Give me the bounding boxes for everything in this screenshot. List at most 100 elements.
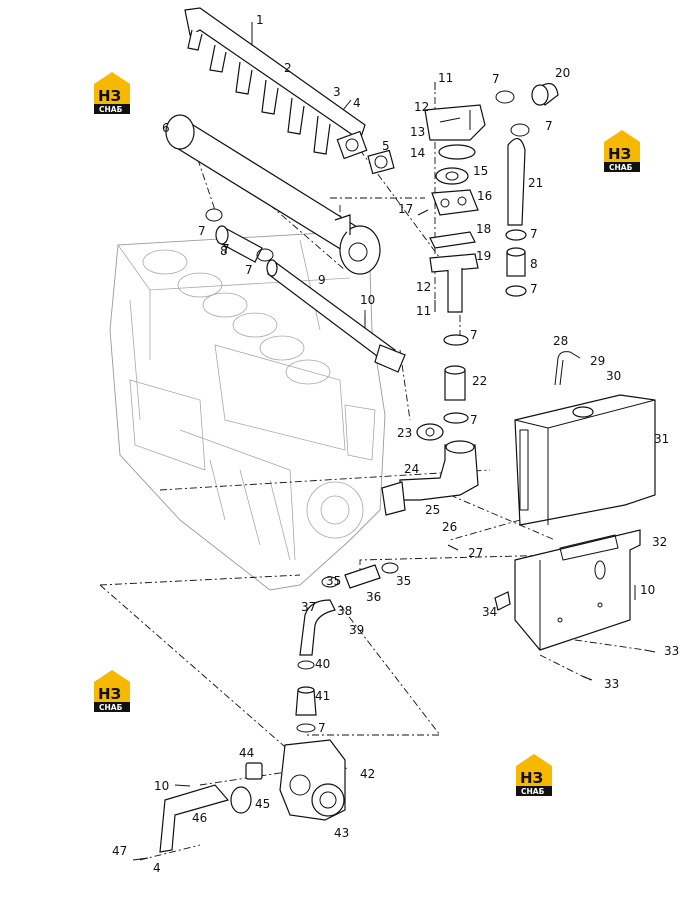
gaskets-14-15 [435,144,476,185]
fitting-34 [494,591,511,611]
brand-logo: HЗ СНАБ [94,72,130,114]
svg-text:HЗ: HЗ [520,769,543,787]
hose-8-right [506,247,526,277]
block-16 [431,189,479,216]
callout-label: 23 [397,426,412,440]
gasket-44 [245,762,263,780]
callout-label: 28 [553,334,568,348]
clamp-7 [510,123,530,137]
callout-label: 7 [245,263,253,277]
callout-labels: 1 2 3 4 5 6 7 7 7 8 9 10 11 12 13 14 15 … [112,13,679,875]
pipe-37 [299,599,336,656]
clamp-7 [505,285,527,297]
cross-pipe [266,259,406,373]
callout-label: 5 [382,139,390,153]
gasket-45 [230,786,252,814]
clamp-7 [256,248,274,262]
exhaust-manifold [184,7,368,160]
callout-label: 10 [640,583,655,597]
callout-label: 15 [473,164,488,178]
brand-logo: HЗ СНАБ [516,754,552,796]
svg-text:HЗ: HЗ [98,87,121,105]
engine-block [109,231,386,591]
callout-label: 7 [545,119,553,133]
callout-label: 42 [360,767,375,781]
callout-label: 9 [318,273,326,287]
callout-label: 43 [334,826,349,840]
clamp-40 [297,660,315,670]
svg-text:СНАБ: СНАБ [521,787,545,796]
svg-text:СНАБ: СНАБ [99,105,123,114]
callout-label: 40 [315,657,330,671]
clamp-7 [443,412,469,424]
callout-label: 21 [528,176,543,190]
pump-43 [279,739,346,821]
callout-label: 35 [396,574,411,588]
callout-label: 4 [353,96,361,110]
brand-logo: HЗ СНАБ [94,670,130,712]
callout-label: 41 [315,689,330,703]
gasket-23 [416,423,444,441]
callout-label: 39 [349,623,364,637]
callout-label: 11 [438,71,453,85]
callout-label: 25 [425,503,440,517]
callout-label: 37 [301,600,316,614]
callout-label: 32 [652,535,667,549]
callout-label: 2 [284,61,292,75]
callout-label: 3 [333,85,341,99]
clamp-7 [296,723,316,733]
brand-logo: HЗ СНАБ [604,130,640,172]
callout-label: 7 [318,721,326,735]
hose-41 [295,686,317,716]
flange-pipe-19 [429,253,479,313]
svg-text:HЗ: HЗ [608,145,631,163]
pipe-46 [159,784,230,853]
callout-label: 7 [470,328,478,342]
callout-label: 10 [360,293,375,307]
callout-label: 8 [220,244,228,258]
callout-label: 22 [472,374,487,388]
clamp-7 [495,90,515,104]
callout-label: 17 [398,202,413,216]
elbow-24 [381,440,479,516]
svg-text:СНАБ: СНАБ [99,703,123,712]
callout-label: 14 [410,146,425,160]
callout-label: 7 [530,282,538,296]
callout-label: 46 [192,811,207,825]
callout-label: 1 [256,13,264,27]
clamp-7 [505,229,527,241]
callout-label: 30 [606,369,621,383]
tank-31 [514,394,656,526]
pipe-21 [507,138,526,226]
callout-label: 18 [476,222,491,236]
callout-label: 12 [414,100,429,114]
gasket-18 [429,231,476,249]
elbow-13 [424,104,486,141]
callout-label: 20 [555,66,570,80]
clamp-7 [205,208,223,222]
callout-label: 12 [416,280,431,294]
callout-label: 38 [337,604,352,618]
clamp-35 [381,562,399,574]
callout-label: 33 [604,677,619,691]
callout-label: 7 [198,224,206,238]
callout-label: 31 [654,432,669,446]
callout-label: 26 [442,520,457,534]
callout-label: 4 [153,861,161,875]
callout-label: 24 [404,462,419,476]
callout-label: 33 [664,644,679,658]
clamp-7 [443,334,469,346]
svg-text:HЗ: HЗ [98,685,121,703]
callout-label: 19 [476,249,491,263]
callout-label: 47 [112,844,127,858]
hose-8-left [215,225,263,263]
callout-label: 11 [416,304,431,318]
bolts [132,22,656,861]
callout-label: 34 [482,605,497,619]
callout-label: 27 [468,546,483,560]
hose-36 [344,564,381,589]
callout-label: 44 [239,746,254,760]
callout-label: 45 [255,797,270,811]
callout-label: 10 [154,779,169,793]
callout-label: 8 [530,257,538,271]
